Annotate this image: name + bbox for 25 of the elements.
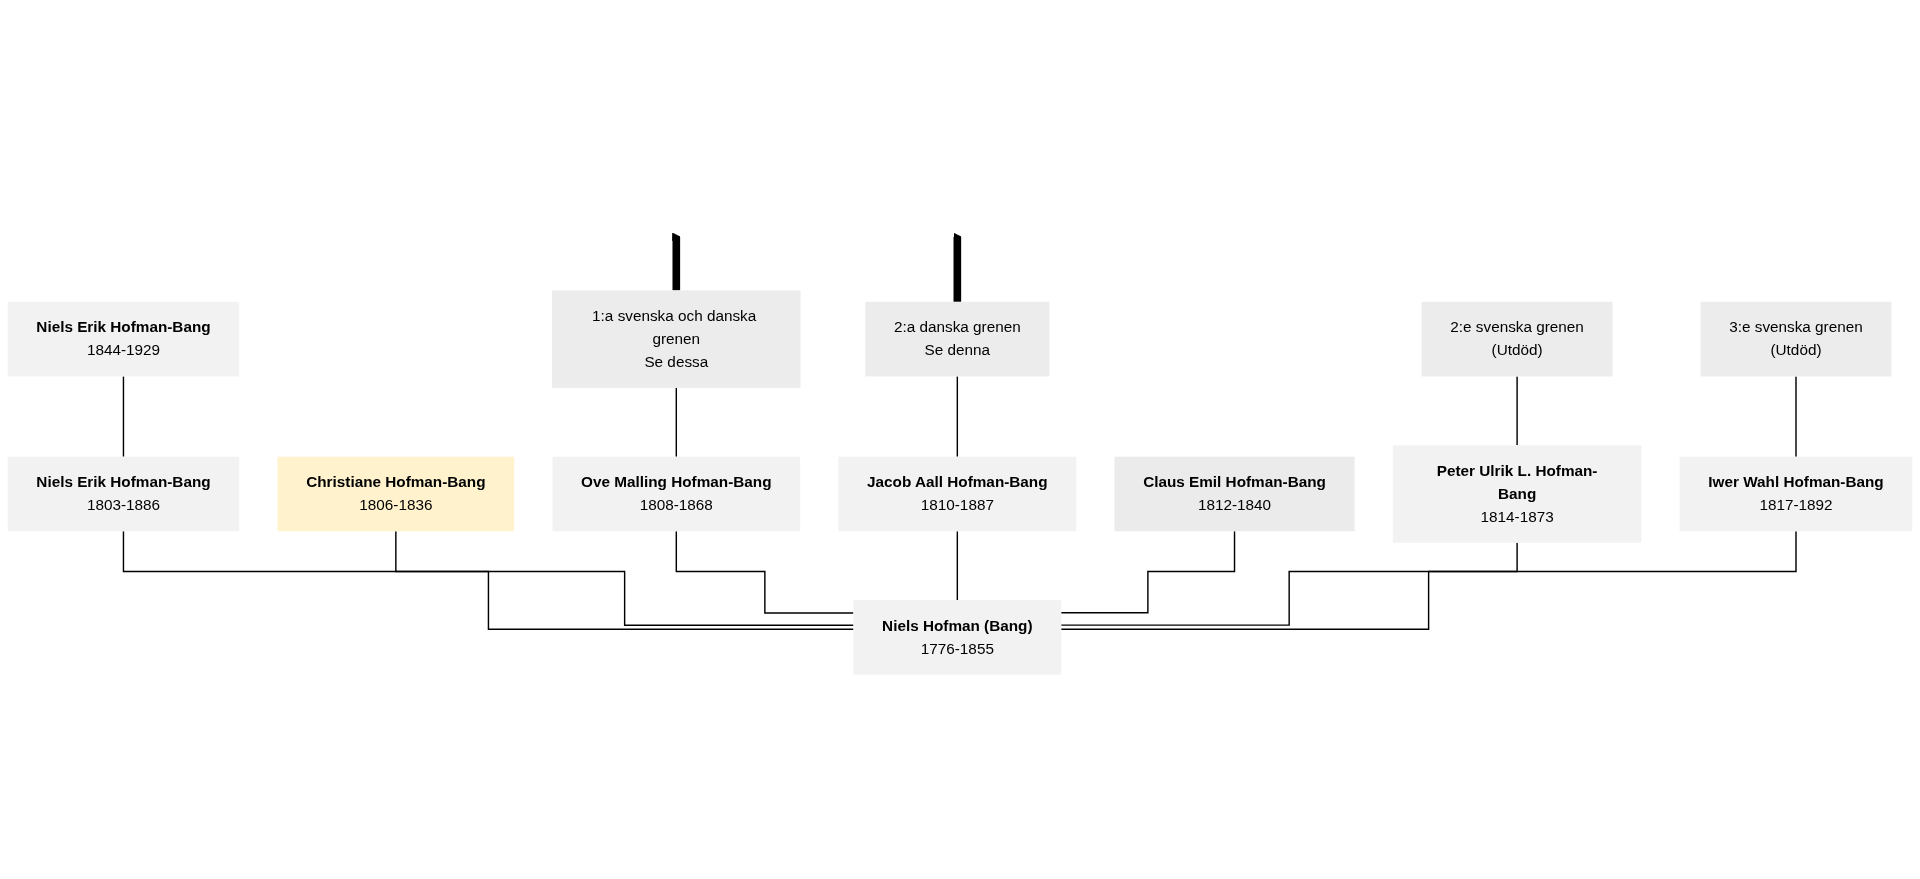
node-box: Niels Erik Hofman-Bang 1844-1929 xyxy=(7,301,240,377)
connector xyxy=(122,530,855,630)
connector xyxy=(122,375,125,458)
node-box: Niels Hofman (Bang) 1776-1855 xyxy=(853,600,1062,675)
node-box: Ove Malling Hofman-Bang 1808-1868 xyxy=(552,456,801,532)
connector xyxy=(675,387,677,458)
node-box: 2:a danska grenen Se denna xyxy=(865,301,1050,377)
node-box: Christiane Hofman-Bang 1806-1836 xyxy=(277,456,515,532)
node-box: 3:e svenska grenen (Utdöd) xyxy=(1700,301,1892,377)
node-box: Jacob Aall Hofman-Bang 1810-1887 xyxy=(838,456,1077,532)
node-box: Iwer Wahl Hofman-Bang 1817-1892 xyxy=(1679,456,1913,532)
node-box: Niels Erik Hofman-Bang 1803-1886 xyxy=(7,456,240,532)
node-box: Claus Emil Hofman-Bang 1812-1840 xyxy=(1114,456,1355,532)
connector xyxy=(395,530,855,626)
connector xyxy=(956,530,959,601)
connector xyxy=(956,375,959,458)
connector xyxy=(1060,530,1797,630)
connector xyxy=(1516,375,1518,446)
connector xyxy=(675,530,855,614)
node-box: Peter Ulrik L. Hofman-Bang 1814-1873 xyxy=(1392,445,1642,543)
connector xyxy=(1060,530,1236,614)
node-box: 1:a svenska och danska grenen Se dessa xyxy=(552,290,801,388)
node-box: 2:e svenska grenen (Utdöd) xyxy=(1421,301,1613,377)
connector xyxy=(1795,375,1797,458)
connector xyxy=(1060,542,1518,626)
